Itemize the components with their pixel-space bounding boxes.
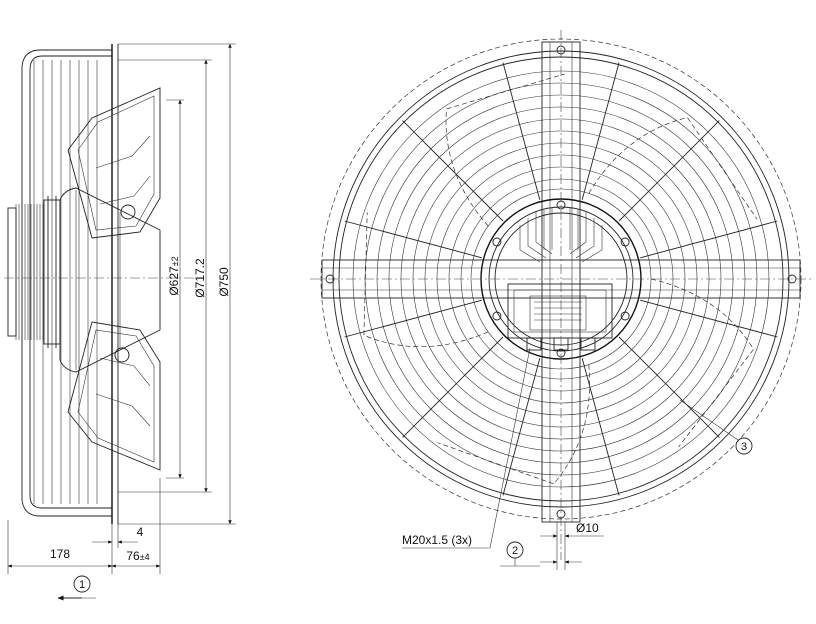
- dim-diam-627: Ø627±2: [167, 256, 181, 295]
- motor-bolts: [492, 200, 630, 358]
- dim-width: 178: [50, 547, 70, 561]
- callout-2: 2: [512, 545, 518, 557]
- guard-wires: [33, 60, 98, 504]
- front-view: Ø10 M20x1.5 (3x) 2 3: [310, 30, 812, 570]
- blade-lower: [67, 321, 161, 471]
- blade-outlines: [363, 73, 758, 485]
- label-thread: M20x1.5 (3x): [402, 533, 472, 547]
- dim-diam-750: Ø750: [217, 267, 231, 297]
- dim-depth: 76±4: [126, 549, 149, 563]
- callout-3: 3: [741, 441, 747, 453]
- dim-diam-717: Ø717.2: [193, 258, 207, 298]
- callout-1: 1: [79, 579, 85, 591]
- dim-offset: 4: [137, 525, 144, 539]
- motor-ribs: [519, 208, 603, 263]
- motor-fins: [15, 204, 44, 340]
- dim-hole: Ø10: [576, 521, 599, 535]
- side-view: Ø627±2 Ø717.2 Ø750 178 4 76±4 1: [4, 43, 236, 601]
- blade-upper: [67, 87, 161, 239]
- guard-struts: [344, 62, 778, 496]
- hub: [59, 187, 161, 373]
